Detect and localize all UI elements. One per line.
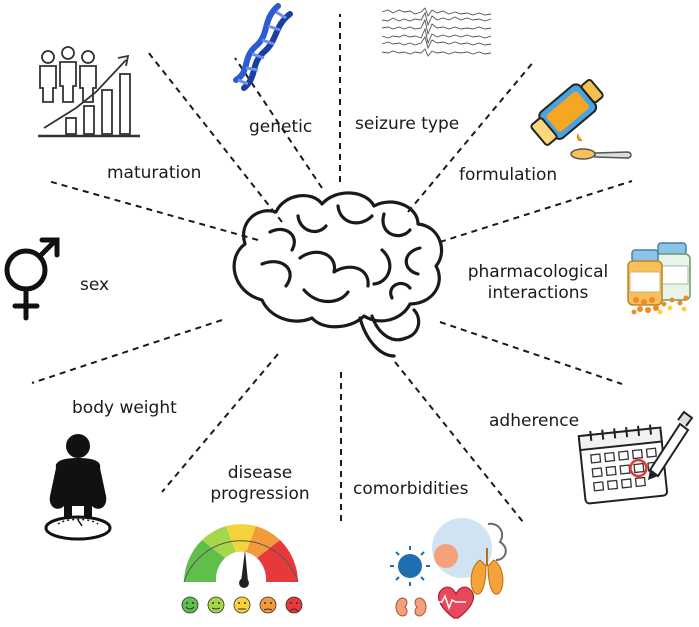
label-disease-line2: progression: [210, 484, 310, 504]
connector-comorbid: [394, 361, 524, 523]
label-sex: sex: [80, 275, 110, 295]
connector-formulation: [407, 59, 536, 213]
kidneys-icon: [395, 597, 427, 617]
label-adherence: adherence: [489, 411, 580, 431]
label-pharmacological-line2: interactions: [487, 283, 589, 303]
medicine-bottle-icon: [530, 79, 632, 160]
person-on-scale-icon: [44, 434, 112, 541]
lungs-icon: [470, 548, 504, 595]
label-pharmacological-interactions: pharmacological interactions: [458, 262, 618, 304]
heart-icon: [434, 586, 475, 619]
pill-bottles-icon: [627, 242, 691, 315]
label-disease-line1: disease: [227, 463, 293, 483]
connector-adherence: [439, 321, 623, 385]
virus-icon: [390, 546, 430, 586]
connector-genetic: [234, 57, 323, 189]
label-comorbidities: comorbidities: [353, 479, 469, 499]
connector-maturation: [147, 51, 283, 223]
label-seizure-type: seizure type: [355, 114, 460, 134]
connector-pharma: [439, 180, 633, 243]
connector-sex-down: [31, 319, 223, 384]
connector-bodyweight: [161, 353, 279, 493]
gender-symbol-icon: [4, 237, 60, 321]
organs-icon: [390, 518, 507, 619]
label-pharmacological-line1: pharmacological: [467, 262, 609, 282]
gauge-icon: [181, 524, 303, 614]
growth-chart-icon: [38, 46, 140, 138]
label-body-weight: body weight: [72, 398, 177, 418]
label-disease-progression: disease progression: [205, 463, 315, 505]
calendar-icon: [577, 410, 694, 505]
eeg-icon: [381, 7, 492, 57]
connector-sex-up: [47, 180, 259, 241]
label-maturation: maturation: [107, 163, 202, 183]
brain-icon: [232, 191, 444, 358]
label-formulation: formulation: [459, 165, 558, 185]
label-genetic: genetic: [249, 117, 313, 137]
connector-lines: [31, 14, 633, 526]
dna-icon: [233, 3, 293, 91]
